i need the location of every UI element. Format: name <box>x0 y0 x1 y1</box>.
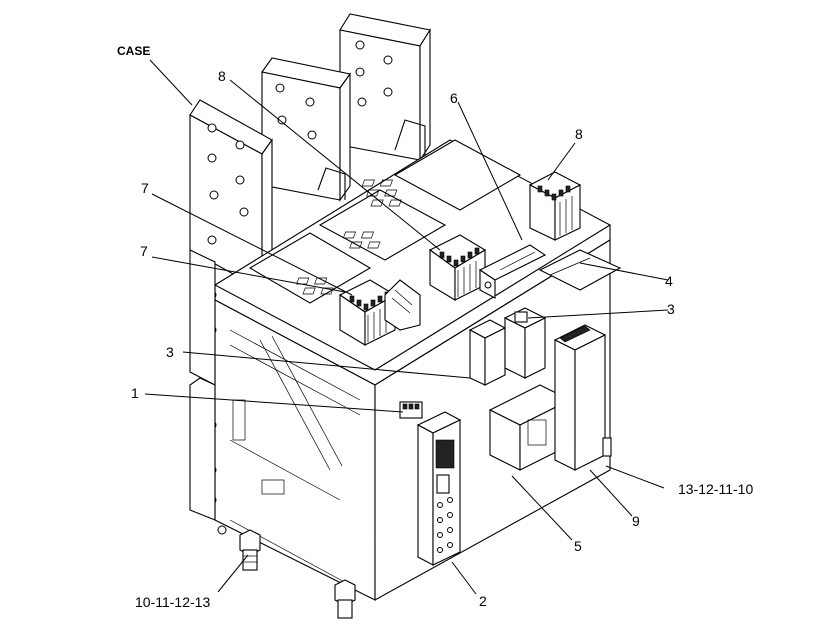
callout-3-left: 3 <box>166 344 174 360</box>
callout-1: 1 <box>131 385 139 401</box>
callout-3-right: 3 <box>667 301 675 317</box>
callout-8-right: 8 <box>575 126 583 142</box>
callout-8-left: 8 <box>218 68 226 84</box>
callout-6: 6 <box>450 90 458 106</box>
callout-13-12-11-10: 13-12-11-10 <box>678 481 754 497</box>
callout-10-11-12-13: 10-11-12-13 <box>135 594 211 610</box>
accessory-bracket <box>538 249 622 291</box>
callout-7-lower: 7 <box>140 243 148 259</box>
top-deck <box>213 139 612 386</box>
connector-plug <box>399 401 423 419</box>
callout-4: 4 <box>665 273 673 289</box>
terminal-block-right-lower <box>384 279 421 331</box>
terminal-block-left <box>338 279 397 346</box>
aux-contact-block-left <box>468 319 507 386</box>
terminal-block-top-right <box>528 171 582 241</box>
mounting-bolt-left <box>239 529 261 571</box>
aux-contact-block-right <box>503 307 547 379</box>
callout-case: CASE <box>117 44 151 58</box>
callout-2: 2 <box>479 593 487 609</box>
mounting-rail <box>478 244 547 299</box>
callout-5: 5 <box>574 538 582 554</box>
rear-bus-plate-right <box>339 13 431 162</box>
callout-9: 9 <box>632 513 640 529</box>
terminal-block-center <box>428 234 487 301</box>
mounting-bolt-side <box>602 437 612 457</box>
trip-unit-module <box>416 411 462 566</box>
rear-bus-plate-left <box>189 99 273 292</box>
case-side-bracket <box>189 249 216 521</box>
callout-7-upper: 7 <box>141 180 149 196</box>
undervoltage-release <box>553 324 607 471</box>
rear-bus-plate-middle <box>261 57 351 202</box>
mounting-bolt-right <box>334 579 356 619</box>
leader-lines <box>144 59 669 595</box>
